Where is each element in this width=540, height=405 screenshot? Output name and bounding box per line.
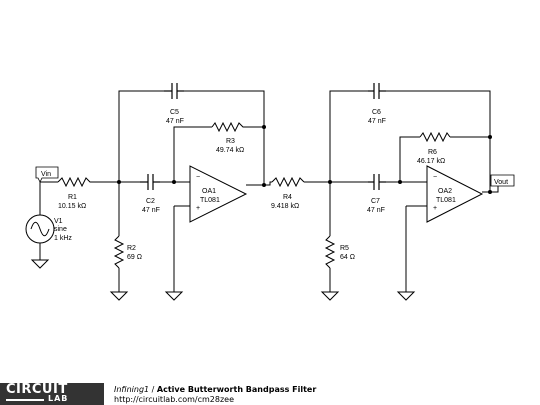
- r2-name: R2: [127, 245, 136, 252]
- circuit-schematic: Vin Vout R1 10.15 kΩ V1 sine 1 kHz R2 69…: [25, 83, 515, 301]
- wire-oa2minus-r6: [399, 136, 420, 182]
- ground-icon: [396, 291, 416, 301]
- r2-value: 69 Ω: [127, 254, 142, 261]
- junction-oa1-out: [262, 183, 266, 187]
- r3-value: 49.74 kΩ: [216, 147, 244, 154]
- oa2-name: OA2: [438, 188, 452, 195]
- junction-oa2-out: [488, 190, 492, 194]
- wire-c5-oa1out: [184, 90, 265, 185]
- capacitor-c2: [140, 174, 160, 190]
- opamp-oa2: [426, 165, 484, 223]
- r4-name: R4: [283, 194, 292, 201]
- resistor-r6: [419, 131, 451, 143]
- net-label-vin: Vin: [35, 166, 59, 183]
- r1-name: R1: [68, 194, 77, 201]
- ground-icon: [164, 291, 184, 301]
- c5-name: C5: [170, 109, 179, 116]
- junction-r3-out: [262, 125, 266, 129]
- svg-text:Vin: Vin: [41, 171, 51, 178]
- junction-oa2minus: [398, 180, 402, 184]
- oa1-minus: −: [196, 174, 200, 181]
- wire-c6-oa2out: [386, 90, 491, 192]
- title-separator: /: [149, 385, 157, 394]
- wire-nodeA-c5: [118, 90, 164, 182]
- wire-nodeB-c6: [329, 90, 368, 182]
- oa2-part: TL081: [436, 197, 456, 204]
- resistor-r2: [113, 235, 125, 269]
- logo-bar: [6, 399, 44, 401]
- wires: [39, 90, 499, 292]
- junction-r6-out: [488, 135, 492, 139]
- logo-text-top: CIRCUIT: [6, 382, 68, 397]
- wire-oa2out-vout: [482, 186, 499, 193]
- v1-name: V1: [54, 218, 63, 225]
- c2-name: C2: [146, 198, 155, 205]
- r4-value: 9.418 kΩ: [271, 203, 299, 210]
- r3-name: R3: [226, 138, 235, 145]
- project-title-line: Infining1 / Active Butterworth Bandpass …: [114, 385, 316, 394]
- footer: [0, 383, 540, 405]
- capacitor-c7: [368, 174, 386, 190]
- oa1-part: TL081: [200, 197, 220, 204]
- r5-name: R5: [340, 245, 349, 252]
- r5-value: 64 Ω: [340, 254, 355, 261]
- svg-text:Vout: Vout: [494, 179, 508, 186]
- resistor-r3: [211, 121, 246, 133]
- c6-value: 47 nF: [368, 118, 386, 125]
- circuitlab-logo[interactable]: CIRCUIT LAB: [0, 383, 104, 405]
- project-title: Active Butterworth Bandpass Filter: [156, 385, 317, 394]
- v1-type: sine: [54, 226, 67, 233]
- junctions: [117, 125, 492, 194]
- sine-source-v1: [25, 214, 55, 244]
- oa1-plus: +: [196, 205, 200, 212]
- v1-freq: 1 kHz: [54, 235, 72, 242]
- junction-oa1minus: [172, 180, 176, 184]
- oa2-plus: +: [433, 205, 437, 212]
- c7-value: 47 nF: [367, 207, 385, 214]
- resistor-r5: [324, 235, 336, 269]
- junction-nodeB: [328, 180, 332, 184]
- r6-value: 46.17 kΩ: [417, 158, 445, 165]
- resistor-r4: [271, 176, 305, 188]
- ground-icon: [109, 291, 129, 301]
- capacitor-c6: [368, 83, 386, 99]
- c6-name: C6: [372, 109, 381, 116]
- c2-value: 47 nF: [142, 207, 160, 214]
- capacitor-c5: [164, 83, 184, 99]
- c7-name: C7: [371, 198, 380, 205]
- c5-value: 47 nF: [166, 118, 184, 125]
- r6-name: R6: [428, 149, 437, 156]
- oa1-name: OA1: [202, 188, 216, 195]
- wire-oa1out-r4: [246, 181, 272, 186]
- wire-oa1minus-r3: [173, 126, 212, 182]
- net-label-vout: Vout: [490, 174, 515, 187]
- logo-text-bottom: LAB: [48, 394, 69, 403]
- oa2-minus: −: [433, 174, 437, 181]
- opamp-oa1: [189, 165, 248, 223]
- author-link[interactable]: Infining1: [114, 385, 150, 394]
- junction-nodeA: [117, 180, 121, 184]
- r1-value: 10.15 kΩ: [58, 203, 86, 210]
- resistor-r1: [57, 176, 92, 188]
- project-url[interactable]: http://circuitlab.com/cm28zee: [114, 395, 235, 404]
- ground-icon: [320, 291, 340, 301]
- ground-icon: [30, 259, 50, 269]
